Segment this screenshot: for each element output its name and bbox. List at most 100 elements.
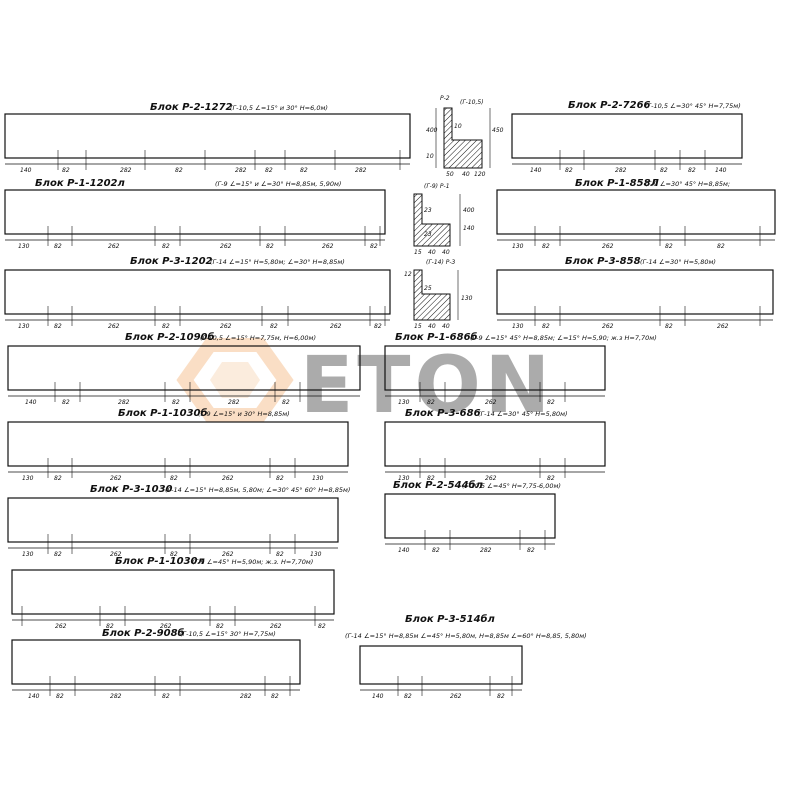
dim-label: 82 [427, 399, 435, 406]
block-r-3-1030: Блок Р-3-1030 (Г-14 ∠=15° Н=8,85м, 5,80м… [7, 484, 350, 558]
dim-label: 262 [322, 243, 334, 250]
dim-label: 82 [170, 551, 178, 558]
profile-dim: 23 [424, 231, 432, 238]
dim-label: 82 [216, 623, 224, 630]
dim-label: 140 [715, 167, 727, 174]
dim-label: 130 [310, 551, 322, 558]
block-title: Блок Р-1-1030б [118, 407, 208, 419]
profile-r-3: (Г-14) Р-3 12 25 130 15 40 40 [404, 259, 473, 330]
block-r-3-858: Блок Р-3-858 (Г-14 ∠=30° Н=5,80м) 130 82… [496, 256, 774, 330]
dim-label: 82 [271, 693, 279, 700]
profile-dim: 40 [462, 171, 470, 178]
dim-label: 130 [18, 323, 30, 330]
block-r-2-1272: Блок Р-2-1272 (Г-10,5 ∠=15° и 30° Н=6,0м… [4, 102, 411, 174]
dim-label: 282 [235, 167, 247, 174]
dim-label: 262 [717, 323, 729, 330]
profile-r-2: Р-2 (Г-10,5) 400 450 10 10 50 40 120 [426, 95, 504, 178]
dim-label: 82 [265, 167, 273, 174]
block-note: (Г-14 ∠=15° Н=8,85м ∠=45° Н=5,80м, Н=8,8… [345, 632, 587, 640]
dim-label: 262 [485, 399, 497, 406]
dim-label: 140 [20, 167, 32, 174]
block-note: (Г-14 ∠=30° 45° Н=5,80м) [478, 410, 568, 418]
dim-label: 82 [175, 167, 183, 174]
dim-label: 140 [530, 167, 542, 174]
dim-label: 130 [22, 551, 34, 558]
profile-dim: 120 [474, 171, 486, 178]
block-title: Блок Р-1-1030л [115, 556, 206, 567]
block-title: Блок Р-3-858 [565, 256, 641, 267]
dim-label: 130 [18, 243, 30, 250]
dim-label: 82 [688, 167, 696, 174]
dim-label: 82 [270, 323, 278, 330]
block-r-2-7266: Блок Р-2-7266 (Г-10,5 ∠=30° 45° Н=7,75м)… [511, 100, 743, 174]
block-r-3-514bl: Блок Р-3-514бл (Г-14 ∠=15° Н=8,85м ∠=45°… [345, 613, 587, 700]
profile-dim: 40 [428, 249, 436, 256]
dim-label: 282 [480, 547, 492, 554]
watermark: ETON [176, 338, 550, 431]
block-title: Блок Р-3-1202 [130, 256, 213, 267]
block-note: (Г-9 ∠=15° 45° Н=8,85м; ∠=15° Н=5,90; ж.… [470, 334, 657, 342]
dim-label: 262 [602, 323, 614, 330]
dim-label: 82 [497, 693, 505, 700]
block-title: Блок Р-2-7266 [568, 100, 651, 111]
profile-dim: 23 [424, 207, 432, 214]
dim-label: 82 [266, 243, 274, 250]
block-r-1-858l: Блок Р-1-858Л (Г-9 ∠=30° 45° Н=8,85м; 13… [496, 178, 776, 250]
block-r-3-686: Блок Р-3-686 (Г-14 ∠=30° 45° Н=5,80м) 13… [384, 408, 606, 482]
block-title: Блок Р-2-908б [102, 627, 185, 639]
block-note: (Г-14 ∠=30° Н=5,80м) [640, 258, 716, 266]
block-r-1-1202l: Блок Р-1-1202л (Г-9 ∠=15° и ∠=30° Н=8,85… [4, 178, 386, 250]
dim-label: 262 [220, 323, 232, 330]
dim-label: 262 [270, 623, 282, 630]
dim-label: 82 [547, 399, 555, 406]
dim-label: 82 [565, 167, 573, 174]
block-note: (Г-9 ∠=15° и 30° Н=8,85м) [198, 410, 290, 418]
dim-label: 82 [62, 399, 70, 406]
dim-label: 282 [228, 399, 240, 406]
dim-label: 130 [398, 399, 410, 406]
dim-label: 262 [450, 693, 462, 700]
profile-dim: 450 [492, 127, 504, 134]
dim-label: 82 [300, 167, 308, 174]
block-note: (Г-10,5 ∠=45° Н=7,75-6,00м) [462, 482, 561, 490]
block-note: (Г-14 ∠=15° Н=8,85м, 5,80м; ∠=30° 45° 60… [165, 486, 350, 494]
dim-label: 282 [110, 693, 122, 700]
block-note: (Г-9 ∠=30° 45° Н=8,85м; [645, 180, 730, 188]
dim-label: 82 [717, 243, 725, 250]
dim-label: 130 [398, 475, 410, 482]
block-title: Блок Р-3-686 [405, 408, 481, 419]
dim-label: 262 [55, 623, 67, 630]
block-title: Блок Р-2-544бл [393, 479, 484, 491]
block-note: (Г-10,5 ∠=15° и 30° Н=6,0м) [230, 104, 328, 112]
profile-dim: 50 [446, 171, 454, 178]
dim-label: 130 [512, 243, 524, 250]
dim-label: 82 [56, 693, 64, 700]
dim-label: 82 [276, 475, 284, 482]
dim-label: 140 [398, 547, 410, 554]
dim-label: 82 [54, 243, 62, 250]
dim-label: 130 [512, 323, 524, 330]
block-r-3-1202: Блок Р-3-1202 (Г-14 ∠=15° Н=5,80м; ∠=30°… [4, 256, 391, 330]
profile-label: (Г-14) Р-3 [426, 259, 456, 266]
profile-dim: 15 [414, 323, 422, 330]
profile-dim: 40 [442, 249, 450, 256]
dim-label: 82 [432, 547, 440, 554]
dim-label: 262 [485, 475, 497, 482]
dim-label: 82 [282, 399, 290, 406]
block-note: (Г-14 ∠=15° Н=5,80м; ∠=30° Н=8,85м) [210, 258, 345, 266]
watermark-logo-icon [176, 338, 294, 422]
dim-label: 262 [108, 243, 120, 250]
dim-label: 82 [162, 243, 170, 250]
block-note: (Г-9 ∠=15° и ∠=30° Н=8,85м, 5,90м) [215, 180, 341, 188]
profile-dim: 10 [454, 123, 462, 130]
dim-label: 282 [120, 167, 132, 174]
dim-label: 82 [660, 167, 668, 174]
profile-dim: 15 [414, 249, 422, 256]
dim-label: 82 [542, 323, 550, 330]
dim-label: 82 [162, 323, 170, 330]
block-r-2-1090b: Блок Р-2-1090б (Г-10,5 ∠=15° Н=7,75м, Н=… [7, 331, 361, 406]
block-title: Блок Р-3-1030 [90, 484, 173, 495]
block-r-1-686b: Блок Р-1-686б (Г-9 ∠=15° 45° Н=8,85м; ∠=… [384, 331, 657, 406]
profile-dim: 25 [424, 285, 432, 292]
dim-label: 82 [62, 167, 70, 174]
